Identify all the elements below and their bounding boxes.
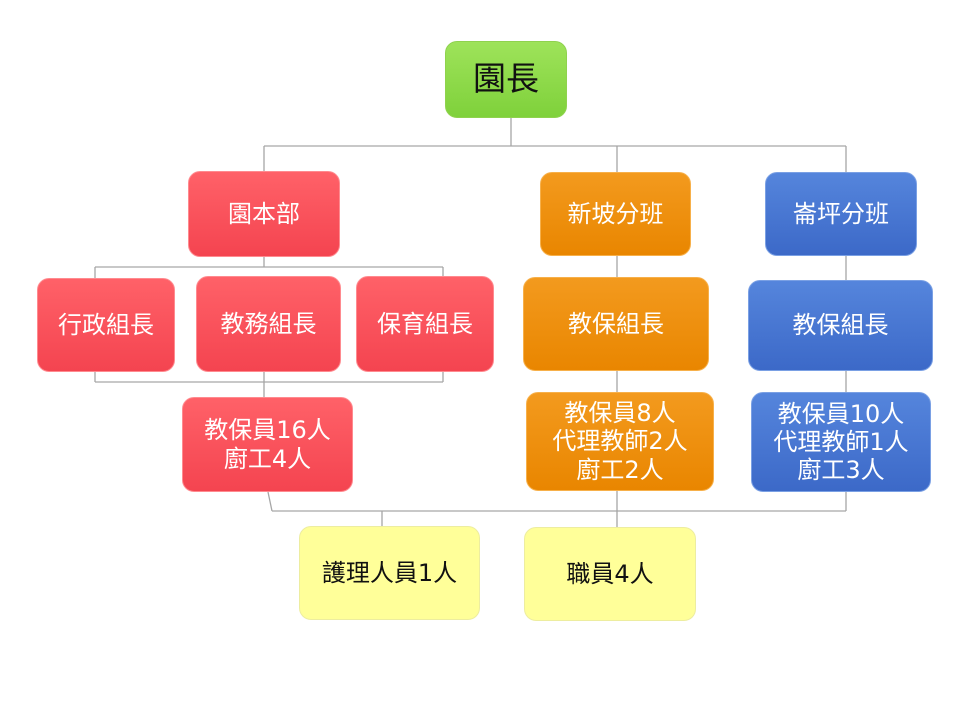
staff-line: 廚工2人: [576, 455, 664, 484]
leader-node-care[interactable]: 保育組長: [356, 276, 494, 372]
staff-node-main-campus[interactable]: 教保員16人 廚工4人: [182, 397, 353, 492]
staff-line: 廚工3人: [797, 456, 885, 485]
node-label: 園本部: [228, 199, 300, 228]
node-label: 保育組長: [377, 309, 473, 338]
staff-line: 教保員8人: [564, 399, 676, 428]
node-label: 教保組長: [568, 309, 664, 338]
staff-line: 代理教師2人: [552, 427, 688, 456]
shared-node-nurse[interactable]: 護理人員1人: [299, 526, 480, 620]
staff-node-lunping[interactable]: 教保員10人 代理教師1人 廚工3人: [751, 392, 931, 492]
root-node-principal[interactable]: 園長: [445, 41, 567, 118]
node-label: 教務組長: [220, 309, 317, 338]
leader-node-xinpo-education[interactable]: 教保組長: [523, 277, 709, 371]
node-label: 新坡分班: [567, 199, 664, 228]
branch-node-main-campus[interactable]: 園本部: [188, 171, 340, 257]
node-label: 行政組長: [58, 310, 154, 339]
node-label: 園長: [473, 59, 539, 99]
staff-line: 教保員10人: [777, 399, 905, 428]
branch-node-xinpo[interactable]: 新坡分班: [540, 172, 691, 256]
node-label: 教保組長: [792, 311, 889, 340]
leader-node-academic[interactable]: 教務組長: [196, 276, 341, 372]
node-label: 護理人員1人: [321, 558, 458, 587]
staff-line: 教保員16人: [204, 416, 331, 445]
leader-node-admin[interactable]: 行政組長: [37, 278, 175, 372]
leader-node-lunping-education[interactable]: 教保組長: [748, 280, 933, 371]
staff-line: 代理教師1人: [773, 427, 909, 456]
connector-line: [267, 491, 273, 512]
shared-node-staff[interactable]: 職員4人: [524, 527, 696, 621]
staff-line: 廚工4人: [223, 444, 312, 473]
node-label: 職員4人: [566, 559, 654, 588]
branch-node-lunping[interactable]: 崙坪分班: [765, 172, 917, 256]
staff-node-xinpo[interactable]: 教保員8人 代理教師2人 廚工2人: [526, 392, 714, 491]
node-label: 崙坪分班: [793, 199, 889, 228]
